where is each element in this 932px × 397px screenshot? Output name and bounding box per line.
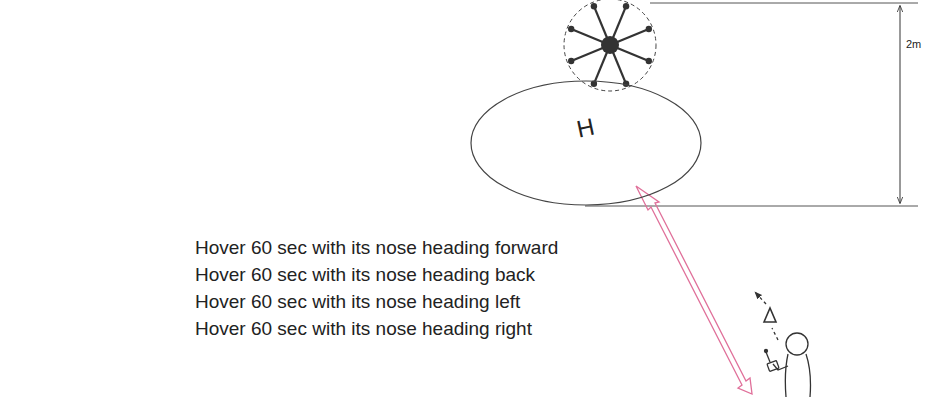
rotor	[623, 3, 629, 9]
rotor-ring	[564, 0, 656, 91]
octocopter	[564, 0, 656, 91]
instruction-text: Hover 60 sec with its nose heading forwa…	[195, 237, 558, 260]
rotor	[568, 26, 574, 32]
pilot	[755, 292, 811, 397]
pad-outline	[470, 80, 702, 206]
dimension-extension-line	[650, 3, 918, 4]
distance-arrow	[636, 186, 752, 394]
rotor	[646, 58, 652, 64]
instruction-text: Hover 60 sec with its nose heading left	[195, 291, 520, 314]
dimension-arrow	[900, 6, 901, 203]
pad-marking: H	[575, 113, 598, 144]
instruction-text: Hover 60 sec with its nose heading right	[195, 318, 532, 341]
rotor	[568, 58, 574, 64]
landing-pad: H	[470, 80, 702, 206]
rotor	[591, 3, 597, 9]
dimension-label: 2m	[906, 38, 921, 51]
pad-ellipse	[471, 81, 701, 205]
rotor	[646, 26, 652, 32]
dimension-extension-line	[585, 206, 918, 207]
drone-hub	[601, 36, 619, 54]
instruction-text: Hover 60 sec with its nose heading back	[195, 264, 535, 287]
